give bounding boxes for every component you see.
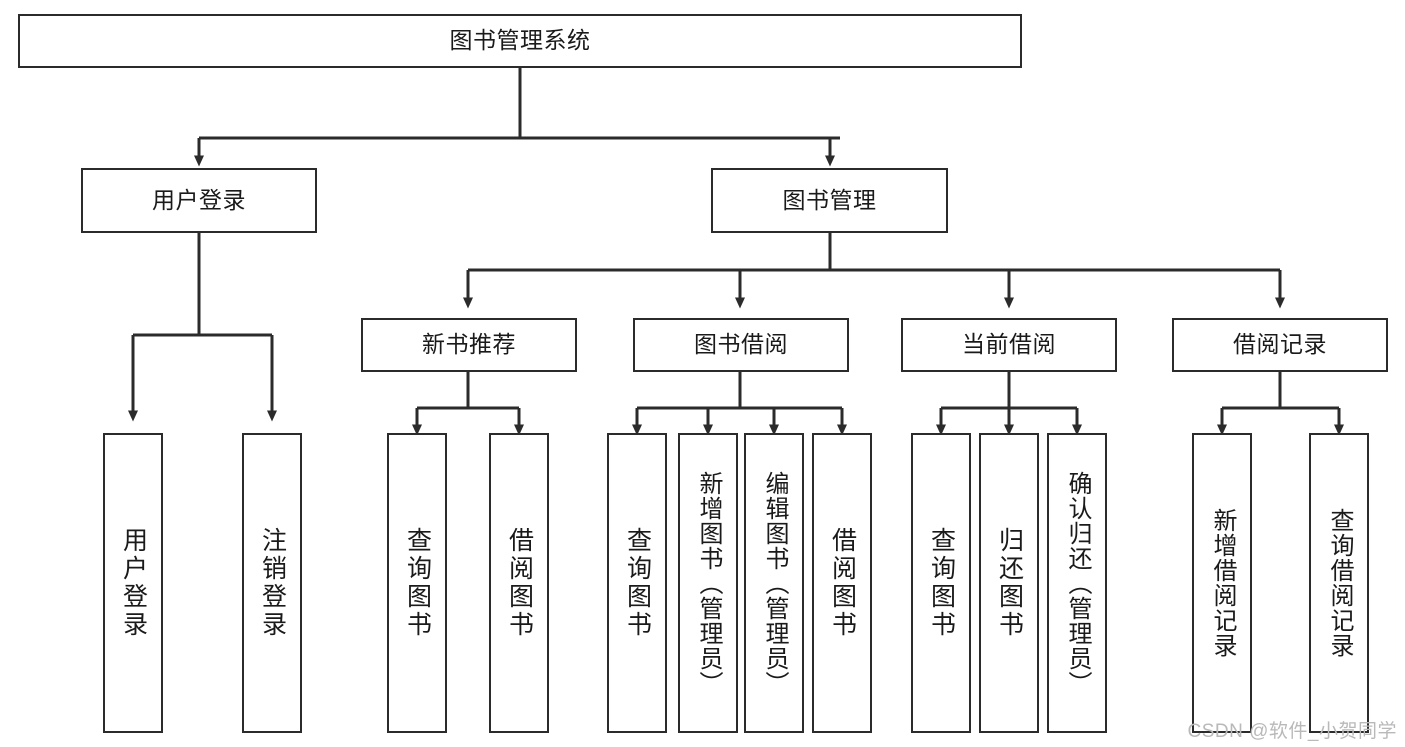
node-label: 借阅图书: [505, 527, 534, 639]
node-label: 查询图书: [623, 527, 652, 639]
node-label: 新增借阅记录: [1209, 508, 1236, 658]
leaf-query-book-borrow[interactable]: 查询图书: [607, 433, 667, 733]
leaf-edit-book-admin[interactable]: 编辑图书（管理员）: [744, 433, 804, 733]
node-current-borrow[interactable]: 当前借阅: [901, 318, 1117, 372]
node-root-system[interactable]: 图书管理系统: [18, 14, 1022, 68]
node-label: 新增图书（管理员）: [695, 470, 722, 696]
leaf-user-login[interactable]: 用户登录: [103, 433, 163, 733]
node-book-borrow[interactable]: 图书借阅: [633, 318, 849, 372]
leaf-borrow-book-recommend[interactable]: 借阅图书: [489, 433, 549, 733]
node-label: 确认归还（管理员）: [1064, 470, 1091, 696]
node-label: 当前借阅: [962, 331, 1056, 358]
node-label: 查询图书: [927, 527, 956, 639]
leaf-return-book[interactable]: 归还图书: [979, 433, 1039, 733]
node-label: 图书管理系统: [449, 27, 591, 54]
node-label: 编辑图书（管理员）: [761, 470, 788, 696]
node-label: 注销登录: [258, 527, 287, 639]
leaf-add-book-admin[interactable]: 新增图书（管理员）: [678, 433, 738, 733]
node-label: 用户登录: [152, 186, 246, 213]
leaf-borrow-book[interactable]: 借阅图书: [812, 433, 872, 733]
leaf-confirm-return-admin[interactable]: 确认归还（管理员）: [1047, 433, 1107, 733]
node-label: 归还图书: [995, 527, 1024, 639]
node-book-management[interactable]: 图书管理: [711, 168, 948, 233]
node-label: 借阅图书: [828, 527, 857, 639]
node-label: 图书管理: [782, 186, 877, 213]
leaf-add-borrow-record[interactable]: 新增借阅记录: [1192, 433, 1252, 733]
leaf-query-book-recommend[interactable]: 查询图书: [387, 433, 447, 733]
leaf-query-borrow-record[interactable]: 查询借阅记录: [1309, 433, 1369, 733]
leaf-user-logout[interactable]: 注销登录: [242, 433, 302, 733]
node-new-book-recommend[interactable]: 新书推荐: [361, 318, 577, 372]
node-label: 新书推荐: [422, 331, 516, 358]
node-borrow-record[interactable]: 借阅记录: [1172, 318, 1388, 372]
node-user-login[interactable]: 用户登录: [81, 168, 317, 233]
node-label: 查询借阅记录: [1326, 508, 1353, 658]
leaf-query-book-current[interactable]: 查询图书: [911, 433, 971, 733]
watermark: CSDN @软件_小贺同学: [1187, 721, 1397, 742]
node-label: 借阅记录: [1233, 331, 1327, 358]
node-label: 查询图书: [403, 527, 432, 639]
node-label: 用户登录: [119, 527, 148, 639]
node-label: 图书借阅: [694, 331, 788, 358]
